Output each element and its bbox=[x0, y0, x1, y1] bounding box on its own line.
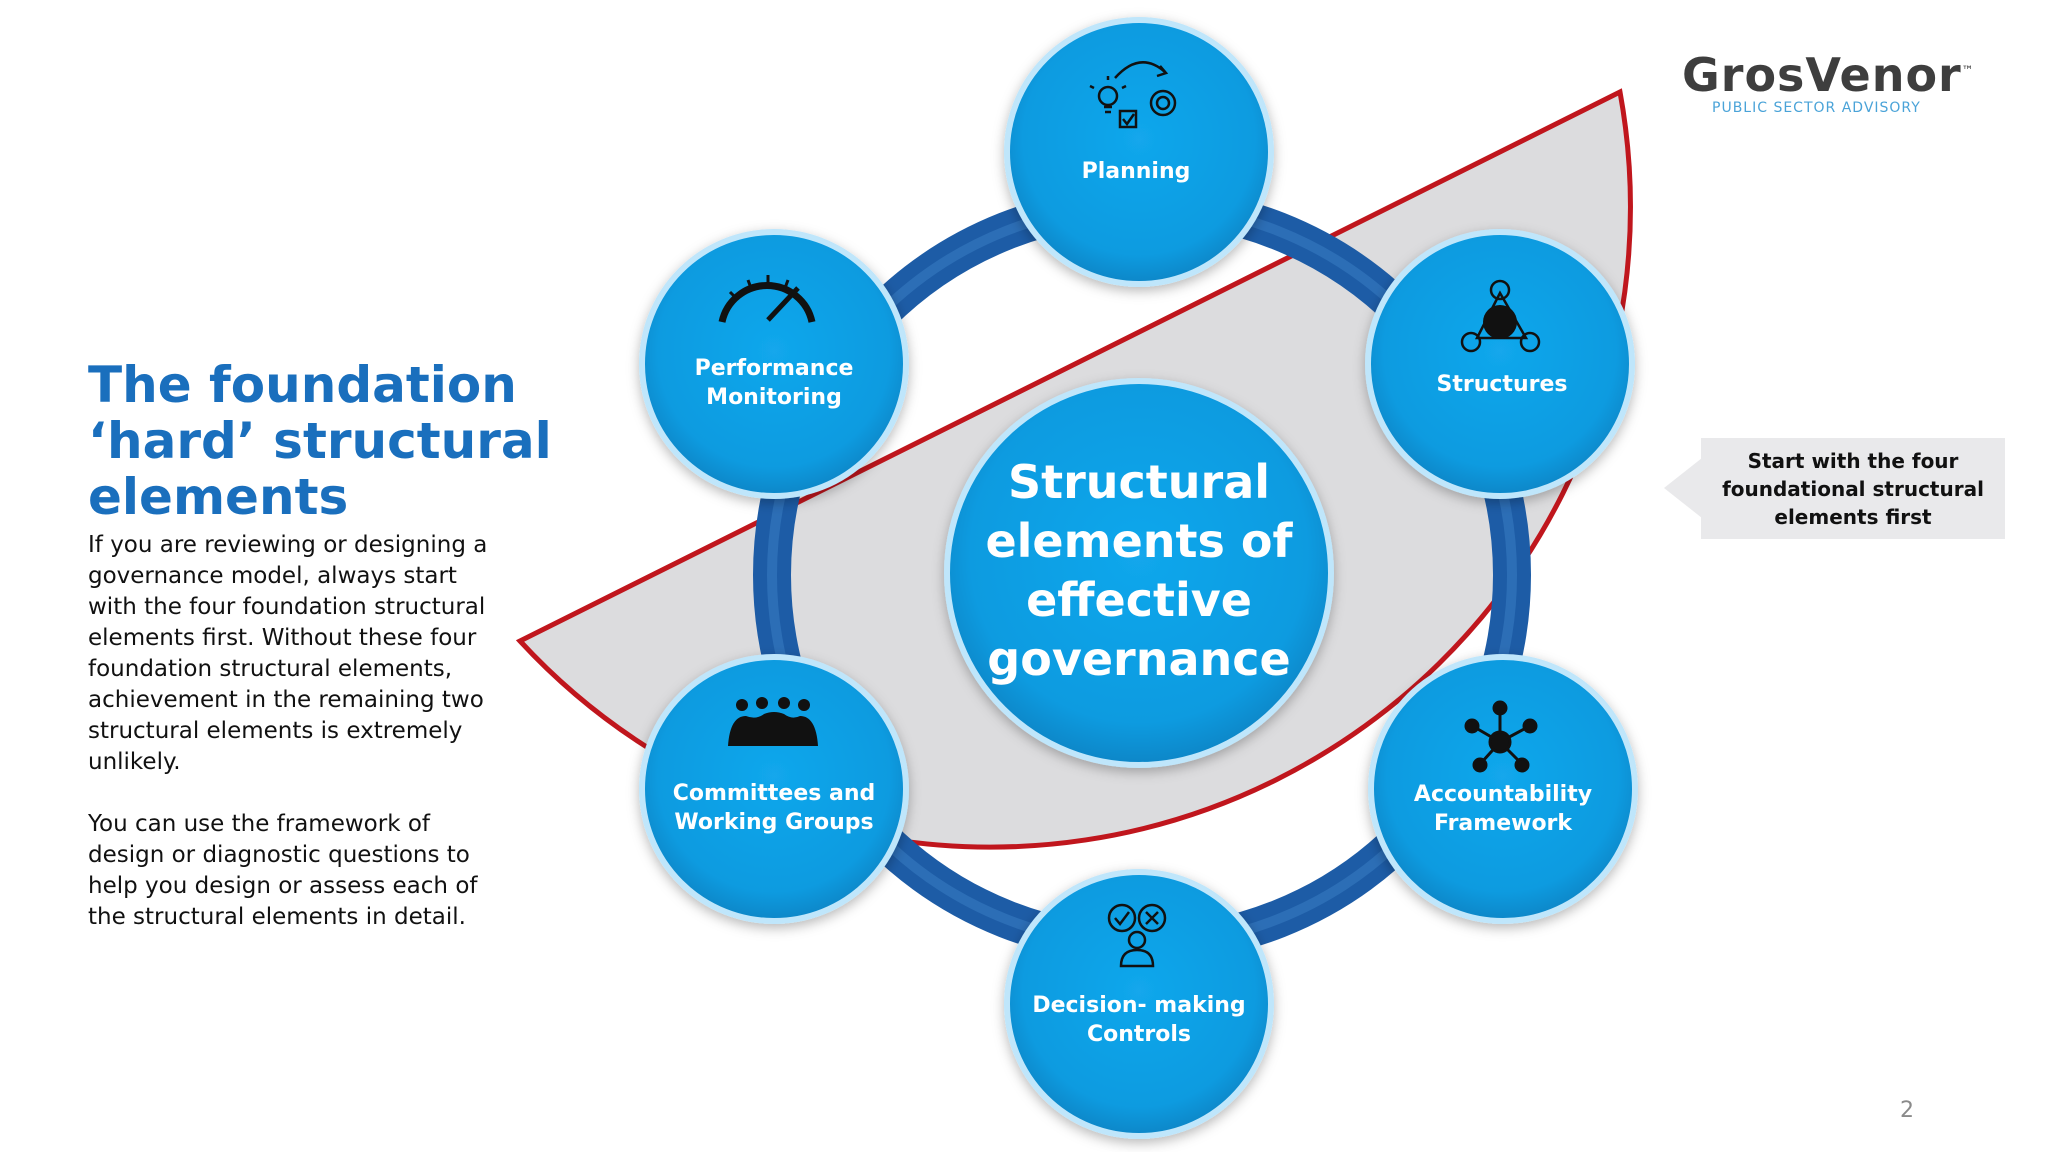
grosvenor-logo: GrosVenor™ PUBLIC SECTOR ADVISORY bbox=[1682, 48, 1974, 128]
node-performance[interactable]: Performance Monitoring bbox=[639, 229, 909, 499]
committees-label-line-2: Working Groups bbox=[674, 810, 873, 835]
callout-arrow-icon bbox=[1664, 458, 1702, 518]
planning-label: Planning bbox=[1082, 159, 1191, 184]
center-line-1: Structural bbox=[1008, 455, 1270, 509]
title-line-2: ‘hard’ structural bbox=[88, 412, 552, 470]
logo-subtitle: PUBLIC SECTOR ADVISORY bbox=[1712, 100, 1921, 116]
group-icon bbox=[728, 697, 818, 746]
title-line-1: The foundation bbox=[88, 356, 517, 414]
node-planning[interactable]: Planning bbox=[1004, 17, 1274, 287]
callout-text: Start with the four foundational structu… bbox=[1722, 448, 1984, 529]
body-text: If you are reviewing or designing a gove… bbox=[88, 530, 508, 933]
structures-icon bbox=[1460, 279, 1541, 353]
center-circle: Structural elements of effective governa… bbox=[944, 378, 1334, 768]
network-icon bbox=[1464, 700, 1538, 773]
node-committees[interactable]: Committees and Working Groups bbox=[639, 654, 909, 924]
body-paragraph-2: You can use the framework of design or d… bbox=[88, 811, 478, 930]
center-line-2: elements of bbox=[985, 514, 1293, 568]
body-paragraph-1: If you are reviewing or designing a gove… bbox=[88, 532, 488, 775]
accountability-label-line-2: Framework bbox=[1434, 811, 1573, 836]
decision-label-line-1: Decision- making bbox=[1032, 993, 1245, 1018]
node-decision[interactable]: Decision- making Controls bbox=[1004, 869, 1274, 1139]
title-line-3: elements bbox=[88, 468, 349, 526]
decision-icon bbox=[1107, 903, 1167, 968]
logo-word: GrosVenor™ bbox=[1682, 48, 1975, 102]
node-structures[interactable]: Structures bbox=[1365, 229, 1635, 499]
committees-label-line-1: Committees and bbox=[673, 781, 876, 806]
structures-label: Structures bbox=[1437, 372, 1568, 397]
center-line-3: effective bbox=[1026, 573, 1252, 627]
node-accountability[interactable]: Accountability Framework bbox=[1368, 654, 1638, 924]
center-line-4: governance bbox=[987, 632, 1290, 686]
decision-label-line-2: Controls bbox=[1087, 1022, 1191, 1047]
performance-label-line-2: Monitoring bbox=[706, 385, 842, 410]
speedometer-icon bbox=[718, 275, 816, 323]
callout-box: Start with the four foundational structu… bbox=[1701, 438, 2005, 539]
page-number: 2 bbox=[1900, 1098, 1914, 1123]
planning-icon bbox=[1089, 61, 1177, 129]
accountability-label-line-1: Accountability bbox=[1414, 782, 1592, 807]
slide-title: The foundation ‘hard’ structural element… bbox=[88, 356, 552, 526]
performance-label-line-1: Performance bbox=[695, 356, 854, 381]
